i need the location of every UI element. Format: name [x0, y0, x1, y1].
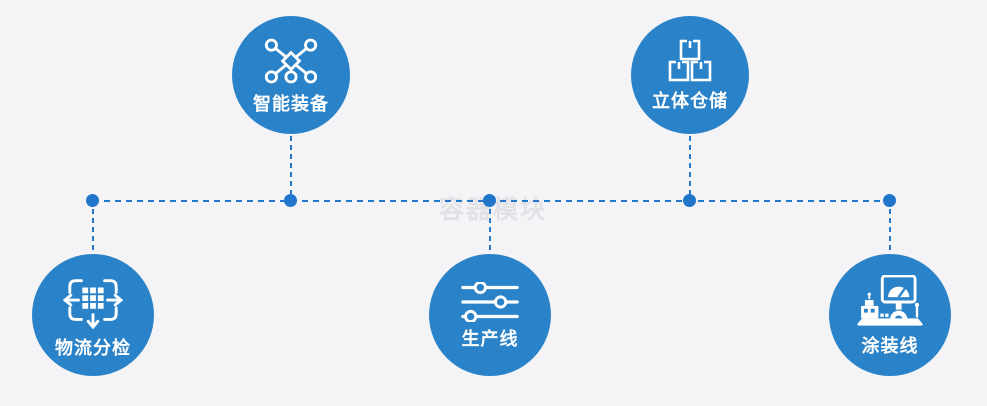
junction-dot-left: [86, 194, 99, 207]
sliders-icon: [461, 281, 519, 322]
connector-vline-stereo-warehouse: [689, 136, 691, 194]
node-label: 生产线: [461, 328, 519, 350]
network-nodes-icon: [263, 36, 319, 86]
connector-vline-logistics-sorting: [92, 209, 94, 254]
node-painting-line: 涂装线: [829, 254, 951, 376]
node-label: 立体仓储: [652, 91, 728, 112]
junction-dot-smart-equipment: [284, 194, 297, 207]
node-label: 物流分检: [55, 337, 131, 359]
junction-dot-stereo-warehouse: [683, 194, 696, 207]
machine-monitor-icon: [853, 274, 927, 329]
junction-dot-right: [883, 194, 896, 207]
node-stereo-warehouse: 立体仓储: [631, 16, 749, 134]
node-smart-equipment: 智能装备: [232, 16, 350, 134]
junction-dot-center: [483, 194, 496, 207]
node-label: 智能装备: [253, 94, 329, 115]
sort-move-icon: [62, 273, 124, 331]
connector-vline-painting-line: [889, 209, 891, 254]
connector-vline-production-line: [489, 209, 491, 254]
connector-vline-smart-equipment: [290, 136, 292, 194]
stacked-boxes-icon: [668, 39, 712, 83]
node-logistics-sorting: 物流分检: [32, 254, 154, 376]
node-production-line: 生产线: [429, 254, 551, 376]
node-label: 涂装线: [861, 335, 919, 357]
